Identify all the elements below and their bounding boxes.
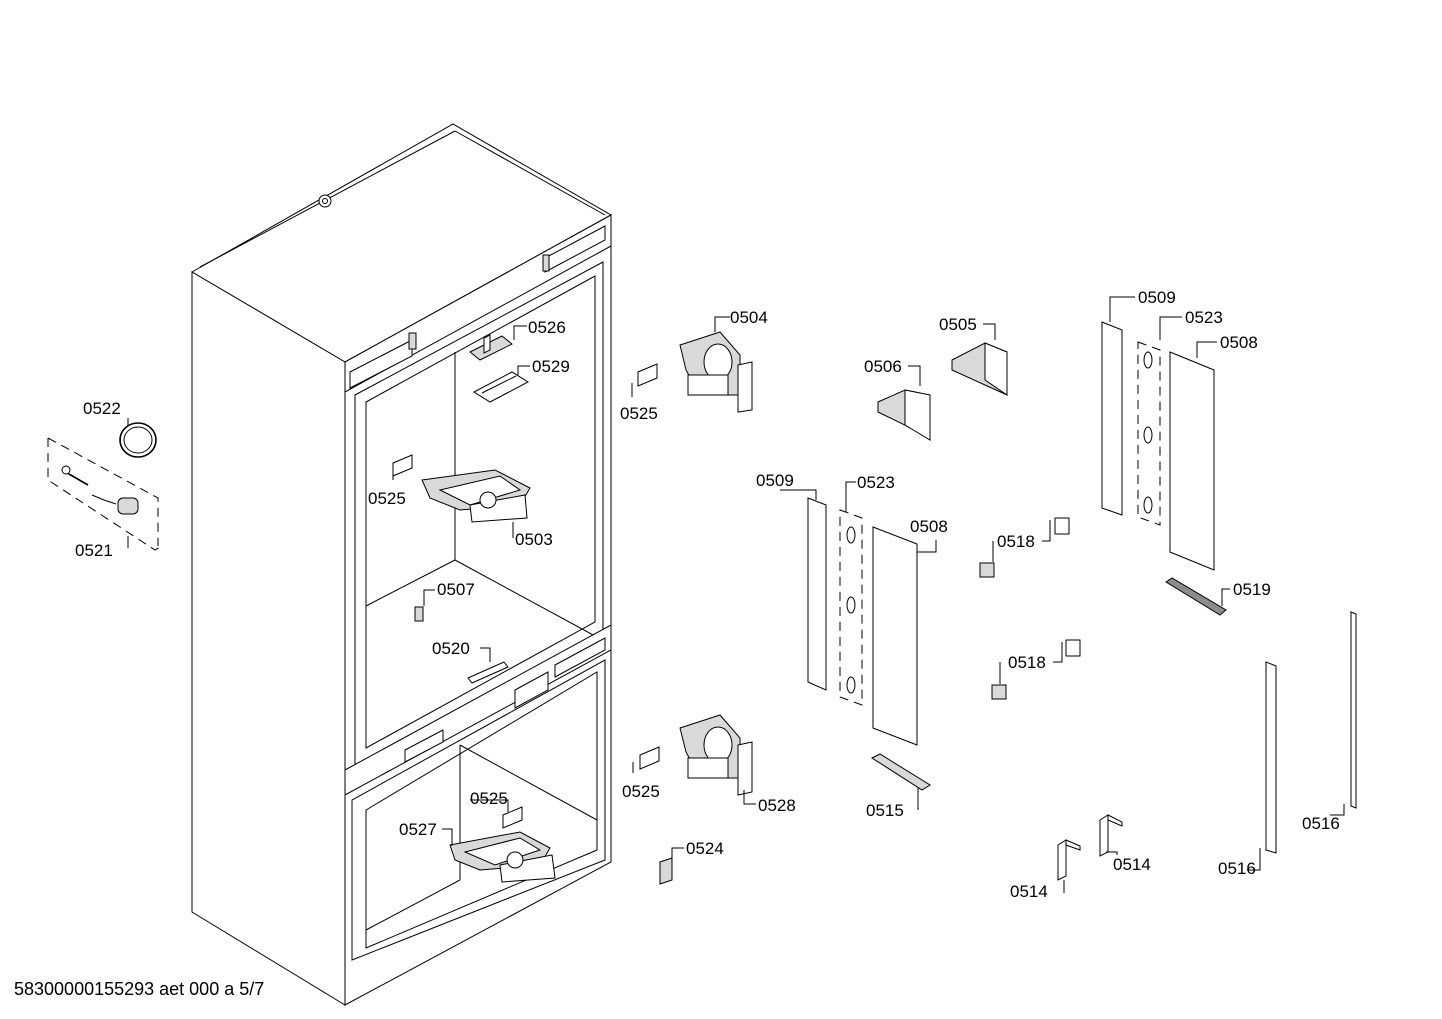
part-0524-clip (659, 857, 673, 885)
callout-labels: 0522 0521 0526 0529 0525 0503 0507 0520 … (75, 288, 1340, 901)
callout-0525: 0525 (622, 782, 660, 801)
callout-0527: 0527 (399, 820, 437, 839)
callout-0508: 0508 (910, 517, 948, 536)
callout-0516: 0516 (1218, 859, 1256, 878)
callout-0523: 0523 (1185, 308, 1223, 327)
callout-0526: 0526 (528, 318, 566, 337)
part-0521-assembly (47, 437, 163, 551)
callout-0521: 0521 (75, 541, 113, 560)
callout-0525: 0525 (620, 404, 658, 423)
callout-0515: 0515 (866, 801, 904, 820)
part-0514-brackets (1057, 814, 1123, 881)
callout-0524: 0524 (686, 839, 724, 858)
part-0528-hinge (679, 714, 753, 796)
part-0506-bracket (877, 389, 931, 441)
part-0529-plate (472, 371, 530, 403)
document-code: 58300000155293 aet 000 a 5/7 (14, 979, 265, 999)
callout-0509: 0509 (1138, 288, 1176, 307)
callout-0523: 0523 (857, 473, 895, 492)
callout-0508: 0508 (1220, 333, 1258, 352)
part-0515-rail (870, 753, 931, 791)
callout-0525: 0525 (368, 489, 406, 508)
part-0504-hinge (679, 331, 753, 413)
callout-0516: 0516 (1302, 814, 1340, 833)
part-0507-clip (414, 606, 424, 622)
callout-0503: 0503 (515, 530, 553, 549)
part-0516-strips (1265, 611, 1357, 854)
callout-0518: 0518 (1008, 653, 1046, 672)
part-0518-clips (979, 517, 1081, 700)
callout-0520: 0520 (432, 639, 470, 658)
callout-0529: 0529 (532, 357, 570, 376)
callout-0519: 0519 (1233, 580, 1271, 599)
callout-0522: 0522 (83, 399, 121, 418)
callout-0525: 0525 (470, 789, 508, 808)
part-0519-rail (1165, 577, 1227, 616)
callout-0507: 0507 (437, 580, 475, 599)
callout-0528: 0528 (758, 796, 796, 815)
part-0522-ring (119, 422, 157, 458)
callout-0504: 0504 (730, 308, 768, 327)
callout-0505: 0505 (939, 315, 977, 334)
part-0503-hinge (421, 469, 531, 523)
callout-0506: 0506 (864, 357, 902, 376)
callout-0509: 0509 (756, 471, 794, 490)
callout-0514: 0514 (1010, 882, 1048, 901)
leader-lines (127, 296, 1345, 893)
callout-0514: 0514 (1113, 855, 1151, 874)
part-0520-strip (467, 661, 509, 684)
part-0526-bracket (469, 334, 513, 361)
part-0508-panels (872, 351, 1215, 746)
part-0509-strips (807, 321, 1123, 691)
callout-0518: 0518 (997, 532, 1035, 551)
part-0527-hinge (449, 831, 556, 883)
part-0505-bracket (951, 342, 1008, 396)
part-0523-fasteners (839, 341, 1161, 706)
